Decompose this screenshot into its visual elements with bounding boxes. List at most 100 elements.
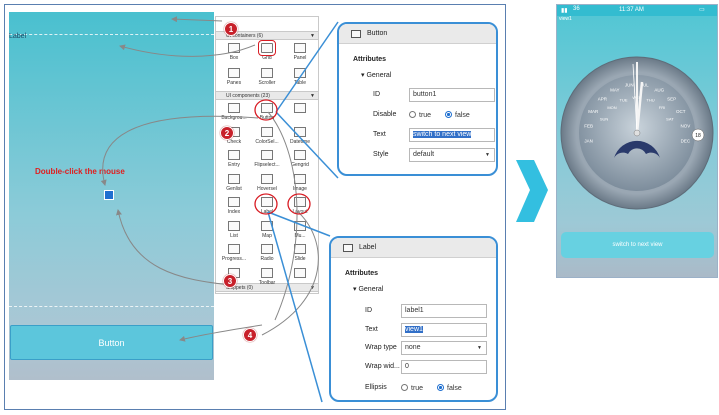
label-drop-icon[interactable] bbox=[104, 190, 114, 200]
item-label: Gengrid bbox=[291, 162, 309, 168]
group-general[interactable]: ▾ General bbox=[361, 72, 392, 79]
item-label: Scroller bbox=[258, 80, 276, 86]
palette-item-mu[interactable]: Mu... bbox=[284, 220, 316, 245]
collapse-icon[interactable]: ▼ bbox=[310, 285, 315, 291]
item-label: Hoversel bbox=[257, 185, 277, 192]
palette-item-genlist[interactable]: Genlist bbox=[218, 173, 250, 198]
item-label: ColorSel... bbox=[255, 138, 279, 145]
text-field[interactable]: switch to next view bbox=[409, 128, 495, 142]
item-label: Grid bbox=[262, 55, 272, 61]
scroller-icon bbox=[261, 68, 273, 78]
signal-icon: ▮▮ bbox=[561, 8, 568, 14]
palette-item-hoversel[interactable]: Hoversel bbox=[251, 173, 283, 198]
date-badge: 18 bbox=[695, 133, 701, 139]
group-general[interactable]: ▾ General bbox=[353, 286, 384, 293]
item-label: Panes bbox=[226, 80, 242, 86]
editor-frame bbox=[4, 4, 506, 410]
palette-item-toolbar[interactable]: Toolbar bbox=[251, 267, 283, 292]
disable-false-radio[interactable]: false bbox=[445, 111, 470, 119]
month-label: DEC bbox=[681, 139, 691, 144]
palette-item-list[interactable]: List bbox=[218, 220, 250, 245]
signal-strength: 36 bbox=[573, 6, 580, 12]
palette-item-colorsel[interactable]: ColorSel... bbox=[251, 126, 283, 151]
item-label: Box bbox=[229, 55, 239, 61]
palette-item-flipselect[interactable]: Flipselect... bbox=[251, 150, 283, 174]
canvas-guide-bottom bbox=[9, 306, 214, 307]
palette-item-layout[interactable]: Layout bbox=[284, 197, 316, 221]
group-label: General bbox=[358, 286, 384, 293]
status-bar: ▮▮ 36 11:37 AM ▭ bbox=[557, 5, 717, 16]
item-label: Layout bbox=[292, 209, 308, 215]
panel-title: Button bbox=[367, 30, 388, 37]
item-label: Label bbox=[260, 209, 274, 215]
component-icon bbox=[261, 173, 273, 184]
palette-item-grid[interactable]: Grid bbox=[251, 40, 283, 67]
palette-item-index[interactable]: Index bbox=[218, 197, 250, 221]
id-field[interactable]: button1 bbox=[409, 88, 495, 102]
item-label: Toolbar bbox=[258, 279, 276, 286]
collapse-icon[interactable]: ▼ bbox=[310, 93, 315, 99]
component-icon bbox=[228, 103, 240, 113]
component-icon bbox=[261, 197, 273, 207]
month-label: JUN bbox=[625, 83, 634, 88]
palette-item-blank[interactable] bbox=[284, 103, 316, 127]
style-dropdown[interactable]: default bbox=[409, 148, 495, 162]
palette-item-blank[interactable] bbox=[284, 267, 316, 292]
wrap-width-field[interactable]: 0 bbox=[401, 360, 487, 374]
component-icon bbox=[228, 220, 240, 231]
collapse-icon[interactable]: ▼ bbox=[310, 33, 315, 39]
radio-label: true bbox=[419, 112, 432, 119]
view-label: view1 bbox=[559, 16, 572, 22]
text-field[interactable]: view1 bbox=[401, 323, 487, 337]
step-badge-2: 2 bbox=[220, 126, 234, 140]
palette-item-gengrid[interactable]: Gengrid bbox=[284, 150, 316, 174]
ellipsis-false-radio[interactable]: false bbox=[437, 384, 462, 392]
section-ui-containers[interactable]: UI containers (6) ▼ bbox=[216, 31, 318, 40]
palette-item-radio[interactable]: Radio bbox=[251, 244, 283, 268]
ellipsis-true-radio[interactable]: true bbox=[401, 384, 423, 392]
id-field[interactable]: label1 bbox=[401, 304, 487, 318]
step-badge-4: 4 bbox=[243, 328, 257, 342]
grid-icon bbox=[258, 40, 276, 56]
panel-title: Label bbox=[359, 244, 377, 251]
component-icon bbox=[294, 267, 306, 278]
step-badge-1: 1 bbox=[224, 22, 238, 36]
palette-item-progress[interactable]: Progress... bbox=[218, 244, 250, 268]
palette-item-panes[interactable]: Panes bbox=[218, 68, 250, 92]
disable-true-radio[interactable]: true bbox=[409, 111, 431, 119]
date-badge-circle bbox=[691, 128, 705, 142]
component-icon bbox=[294, 103, 306, 113]
component-icon bbox=[228, 244, 240, 254]
palette-item-backgrou[interactable]: Backgrou... bbox=[218, 103, 250, 127]
section-title: UI components (23) bbox=[226, 93, 270, 99]
button-icon bbox=[351, 30, 361, 38]
section-title: UI containers (6) bbox=[226, 33, 263, 39]
section-snippets[interactable]: Snippets (0)▼ bbox=[216, 283, 318, 292]
weekday-label: MON bbox=[607, 105, 616, 110]
attributes-heading: Attributes bbox=[345, 270, 379, 277]
item-label: List bbox=[230, 232, 238, 239]
month-label: FEB bbox=[584, 123, 593, 128]
component-icon bbox=[261, 150, 273, 160]
month-label: AUG bbox=[654, 87, 664, 92]
panel-icon bbox=[294, 43, 306, 53]
palette-item-label[interactable]: Label bbox=[251, 197, 283, 221]
component-icon bbox=[261, 103, 273, 113]
canvas-button[interactable]: Button bbox=[10, 325, 213, 360]
item-label: Index bbox=[227, 209, 241, 215]
radio-label: false bbox=[447, 385, 462, 392]
canvas-label[interactable]: Label bbox=[9, 33, 27, 40]
palette-item-scroller[interactable]: Scroller bbox=[251, 68, 283, 92]
item-label: Check bbox=[226, 138, 242, 145]
component-icon bbox=[261, 267, 273, 278]
wrap-type-dropdown[interactable]: none bbox=[401, 341, 487, 355]
palette-item-box[interactable]: Box bbox=[218, 43, 250, 67]
hour-hand bbox=[635, 81, 644, 134]
palette-item-panel[interactable]: Panel bbox=[284, 43, 316, 67]
phone-switch-button[interactable]: switch to next view bbox=[561, 232, 714, 258]
component-icon bbox=[294, 197, 306, 207]
palette-item-button[interactable]: Button bbox=[251, 103, 283, 127]
palette-item-entry[interactable]: Entry bbox=[218, 150, 250, 174]
